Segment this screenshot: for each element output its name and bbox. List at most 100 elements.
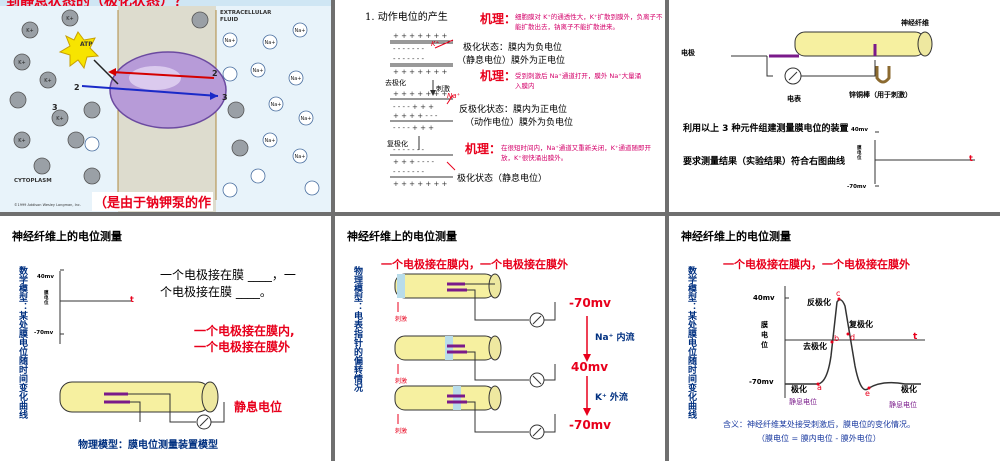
svg-text:K+: K+ <box>56 116 63 122</box>
stimulus-label: 刺激 <box>436 85 450 93</box>
reverse-polarized-1: 反极化状态：膜内为正电位 <box>459 105 568 115</box>
slide-action-potential-curve[interactable]: 神经纤维上的电位测量 数学模型：某处膜电位随时间变化曲线 一个电极接在膜内，一个… <box>669 216 1000 461</box>
ion-k-label: K+ <box>26 28 33 34</box>
pump-diagram: K+ K+ K+ K+ K+ K+ Na+ Na+ Na+ Na+ Na+ Na+ Na+ Na+… <box>0 6 331 212</box>
atp-icon <box>58 31 100 70</box>
svg-text:+ + + + - - -: + + + + - - - <box>393 112 438 120</box>
electrode-label: 电极 <box>681 49 695 57</box>
mechanism-2-text: 受到刺激后 Na⁺通道打开，膜外 Na⁺大量涌入膜内 <box>515 72 642 90</box>
slide6-top-text: 一个电极接在膜内，一个电极接在膜外 <box>723 258 910 271</box>
svg-text:Na+: Na+ <box>295 154 306 160</box>
meaning-line-2: （膜电位 = 膜内电位 - 膜外电位） <box>757 434 881 443</box>
slide-action-potential[interactable]: 1. 动作电位的产生 机理： 细胞膜对 K⁺的通透性大，K⁺扩散到膜外，负离子不… <box>335 0 665 212</box>
slide-meter-deflection[interactable]: 神经纤维上的电位测量 物理模型：电表指针的偏转情况 一个电极接在膜内，一个电极接… <box>335 216 665 461</box>
slide4-title: 神经纤维上的电位测量 <box>12 230 122 243</box>
svg-text:FLUID: FLUID <box>220 17 239 23</box>
polarized-state-2: （静息电位）膜外为正电位 <box>457 56 566 66</box>
s6-y-axis: 膜电位 <box>761 321 768 349</box>
svg-text:Na+: Na+ <box>265 40 276 46</box>
s4-axes <box>59 269 225 430</box>
reverse-polarized-2: （动作电位）膜外为负电位 <box>465 118 574 128</box>
svg-text:Na+: Na+ <box>295 28 306 34</box>
point-b: b <box>834 334 840 343</box>
svg-text:- - - - + + +: - - - - + + + <box>393 124 434 132</box>
svg-text:- - - - - - -: - - - - - - - <box>393 55 425 63</box>
stimulus-label-2: 刺激 <box>395 378 408 385</box>
voltage-3: -70mv <box>569 418 612 432</box>
polarization-label-left: 极化 <box>791 385 807 394</box>
voltage-1: -70mv <box>569 296 612 310</box>
instruction-2: 要求测量结果（实验结果）符合右图曲线 <box>683 157 846 167</box>
slide1-caption: （是由于钠钾泵的作 <box>92 192 214 211</box>
depolarization-label: 去极化 <box>385 79 406 87</box>
s6-y-bottom: -70mv <box>749 378 774 386</box>
svg-text:Na+: Na+ <box>271 102 282 108</box>
slide5-side-label: 物理模型：电表指针的偏转情况 <box>352 266 362 392</box>
s3-y-axis: 膜电位 <box>857 146 862 161</box>
slide4-side-label: 数学模型：某处膜电位随时间变化曲线 <box>17 266 27 419</box>
svg-text:K+: K+ <box>44 78 51 84</box>
slide-sodium-potassium-pump[interactable]: 到静息状态的（极化状态）？ <box>0 0 331 212</box>
s4-y-axis: 膜电位 <box>44 291 49 306</box>
mechanism-3-text: 在很短时间内，Na⁺通道又重新关闭，K⁺通道随即开放，K⁺很快涌出膜外。 <box>501 144 651 162</box>
s6-y-top: 40mv <box>753 294 775 302</box>
slide-build-apparatus[interactable]: 神经纤维 电极 电表 锌铜棒（用于刺激） 利用以上 3 种元件组建测量膜电位的装… <box>669 0 1000 212</box>
svg-text:+ + + + + + +: + + + + + + + <box>393 180 448 188</box>
membrane-diagrams: + + + + + + + - - - - - - - - - - - - - … <box>390 32 456 188</box>
svg-text:©1999 Addison Wesley Longman,: ©1999 Addison Wesley Longman, Inc. <box>14 203 81 207</box>
svg-text:ATP: ATP <box>80 41 93 48</box>
ion-k-group <box>9 9 249 185</box>
polarized-final: 极化状态（静息电位） <box>457 174 548 184</box>
action-potential-curve <box>784 286 925 398</box>
nerve-fiber-label: 神经纤维 <box>901 19 929 27</box>
svg-text:CYTOPLASM: CYTOPLASM <box>14 178 52 184</box>
meaning-line-1: 含义：神经纤维某处接受刺激后，膜电位的变化情况。 <box>723 420 915 429</box>
svg-text:+ + + + + + +: + + + + + + + <box>393 68 448 76</box>
resting-potential-left: 静息电位 <box>789 398 817 406</box>
slide6-side-label: 数学模型：某处膜电位随时间变化曲线 <box>686 266 696 419</box>
s6-x-axis: t <box>913 332 918 342</box>
question-line-2: 个电极接在膜 ____。 <box>160 285 272 299</box>
svg-text:3: 3 <box>222 93 228 102</box>
ion-na-label: Na+ <box>225 38 236 44</box>
s3-y-top: 40mv <box>851 127 868 133</box>
instruction-1: 利用以上 3 种元件组建测量膜电位的装置 <box>683 124 849 134</box>
stimulus-label-3: 刺激 <box>395 428 408 435</box>
s3-y-bottom: -70mv <box>847 184 867 190</box>
stimulator-label: 锌铜棒（用于刺激） <box>849 91 912 99</box>
stimulus-label-1: 刺激 <box>395 316 408 323</box>
point-c: c <box>836 289 841 298</box>
repolarization-label: 复极化 <box>849 320 873 329</box>
svg-text:K+: K+ <box>18 138 25 144</box>
model-caption: 物理模型：膜电位测量装置模型 <box>78 440 218 451</box>
svg-text:2: 2 <box>212 69 218 78</box>
resting-potential-right: 静息电位 <box>889 401 917 409</box>
s4-y-bottom: -70mv <box>34 330 54 336</box>
slide1-title: 到静息状态的（极化状态）？ <box>6 0 188 10</box>
svg-text:- - - - - - -: - - - - - - - <box>393 146 425 154</box>
svg-text:K+: K+ <box>66 16 73 22</box>
k-efflux-label: K⁺ 外流 <box>595 393 628 403</box>
svg-text:Na+: Na+ <box>253 68 264 74</box>
s3-x-axis: t <box>969 154 973 163</box>
meter-label: 电表 <box>787 95 801 103</box>
s4-x-axis: t <box>130 295 134 304</box>
svg-text:Na+: Na+ <box>265 138 276 144</box>
potential-curve <box>785 299 921 391</box>
svg-text:3: 3 <box>52 103 58 112</box>
answer-line-2: 一个电极接在膜外 <box>194 340 291 354</box>
point-e: e <box>865 389 870 398</box>
svg-text:Na+: Na+ <box>291 76 302 82</box>
ion-na-group <box>84 22 320 198</box>
slide2-heading: 1. 动作电位的产生 <box>365 12 448 23</box>
na-ion-label: Na⁺ <box>447 92 461 100</box>
fiber-meter-sequence <box>394 273 591 440</box>
svg-text:K+: K+ <box>18 60 25 66</box>
slide-measurement-math-model[interactable]: 神经纤维上的电位测量 数学模型：某处膜电位随时间变化曲线 40mv 膜电位 -7… <box>0 216 331 461</box>
slide6-title: 神经纤维上的电位测量 <box>681 230 791 243</box>
mechanism-2-title: 机理： <box>480 69 517 83</box>
svg-text:- - - - - - -: - - - - - - - <box>393 168 425 176</box>
components-diagram <box>731 31 975 187</box>
answer-line-1: 一个电极接在膜内, <box>194 324 295 338</box>
mechanism-3-title: 机理： <box>465 142 502 156</box>
